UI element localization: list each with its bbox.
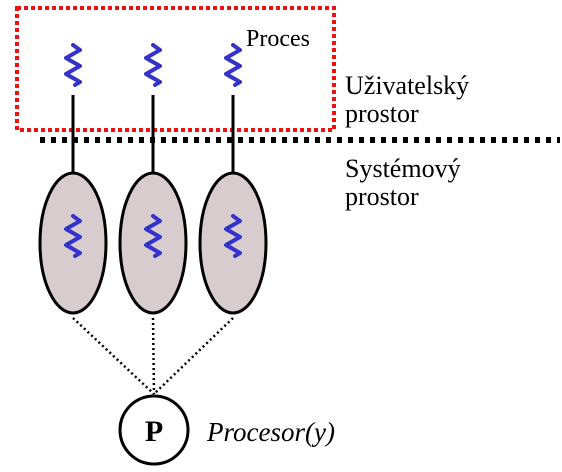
system-space-label: Systémový prostor [345,154,467,211]
user-space-label-line-2: prostor [345,99,419,128]
user-space-label-line-1: Uživatelský [345,71,469,100]
processor-symbol: P [145,415,163,448]
processor-link-line [72,317,155,395]
process-box [15,6,336,132]
process-label: Proces [246,26,310,52]
user-thread-icon [64,43,82,87]
system-space-label-line-2: prostor [345,182,419,211]
processor-label: Procesor(y) [206,417,335,447]
processor-circle [118,394,190,466]
kernel-threads [38,171,268,315]
processor-link-line [151,317,156,395]
processor-link-line [153,317,234,395]
user-thread-icon [144,43,162,87]
user-thread-icon [224,43,242,87]
processor-links [72,317,234,395]
user-space-label: Uživatelský prostor [345,71,476,128]
system-space-label-line-1: Systémový [345,154,461,183]
thread-connectors [71,95,235,172]
user-threads [64,43,242,87]
